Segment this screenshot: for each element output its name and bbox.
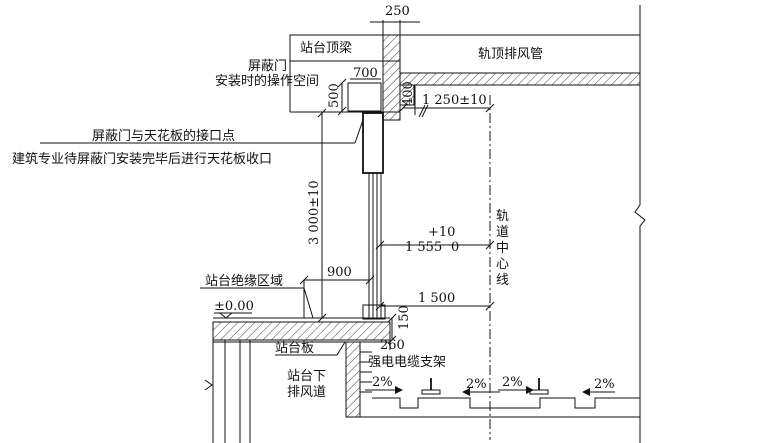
- platform-slab: [204, 317, 391, 443]
- svg-text:线: 线: [496, 273, 509, 288]
- dim-1500: 1 500: [418, 291, 455, 306]
- dim-900: 900: [327, 265, 352, 280]
- top-beam-structure: [289, 20, 420, 121]
- dim-500: 500: [327, 83, 342, 108]
- dim-700: 700: [353, 66, 378, 81]
- duct-label: 轨顶排风管: [478, 47, 543, 62]
- dim-250: 250: [385, 4, 410, 19]
- cable-tray-label: 强电电缆支架: [368, 354, 446, 370]
- dim-150: 150: [397, 305, 412, 330]
- op-space-label-1: 屏蔽门: [248, 59, 287, 74]
- exhaust-label-1: 站台下: [287, 369, 326, 384]
- dim-1555-minus: 0: [451, 240, 459, 255]
- cable-tray: [360, 351, 372, 393]
- operation-space-box: [347, 82, 382, 112]
- exhaust-label-2: 排风道: [287, 385, 326, 400]
- svg-text:轨: 轨: [496, 209, 509, 224]
- slope-label-3: 2%: [502, 375, 523, 390]
- slope-arrows: [365, 386, 615, 396]
- slope-label-4: 2%: [594, 377, 615, 392]
- leader-lines: [40, 119, 364, 356]
- interface-point-label: 屏蔽门与天花板的接口点: [92, 128, 235, 144]
- beam-label: 站台顶梁: [300, 41, 352, 56]
- track-bed: [360, 378, 640, 418]
- slope-label-2: 2%: [466, 377, 487, 392]
- elevation-label: ±0.00: [214, 299, 254, 314]
- dim-260: 260: [380, 338, 405, 353]
- dim-3000: 3 000±10: [307, 180, 322, 245]
- screen-door: [362, 112, 386, 320]
- dim-400: 400: [401, 81, 416, 106]
- ceiling-note-label: 建筑专业待屏蔽门安装完毕后进行天花板收口: [12, 151, 272, 167]
- insulation-zone-label: 站台绝缘区域: [205, 273, 283, 289]
- svg-text:心: 心: [496, 257, 509, 272]
- slope-label-1: 2%: [372, 375, 393, 390]
- slab-label: 站台板: [275, 341, 314, 356]
- dim-1555: 1 555: [405, 240, 442, 255]
- svg-text:道: 道: [496, 225, 509, 240]
- dimension-lines: [299, 78, 495, 345]
- break-line: [634, 5, 646, 443]
- rail-left-icon: [421, 389, 441, 395]
- track-center-label: 轨 道 中 心 线: [496, 209, 509, 288]
- dim-1250: 1 250±10: [422, 93, 487, 108]
- dim-1555-plus: +10: [428, 225, 455, 240]
- op-space-label-2: 安装时的操作空间: [215, 73, 319, 89]
- svg-text:中: 中: [496, 241, 509, 256]
